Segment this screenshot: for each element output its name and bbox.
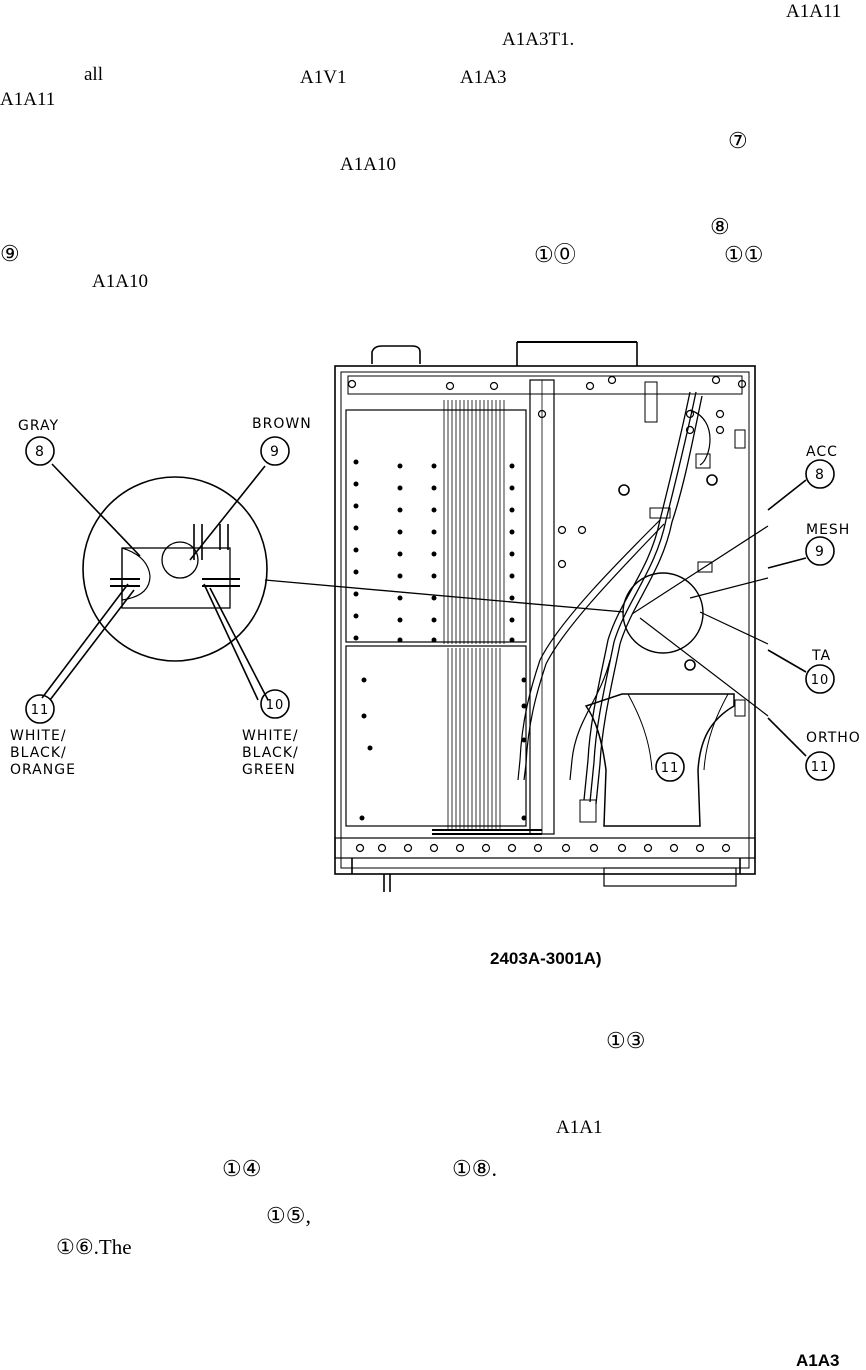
- label-brown: BROWN: [252, 416, 312, 432]
- label-mesh: MESH: [806, 522, 850, 538]
- label-wire11-line1: WHITE/: [10, 728, 67, 744]
- callout-13: ①③: [606, 1028, 646, 1053]
- label-wire10-line2: BLACK/: [242, 745, 299, 761]
- detail-leader-line: [264, 579, 625, 613]
- right-callout-10: [805, 664, 835, 694]
- ref-a1a3: A1A3: [460, 67, 507, 88]
- chassis-figure: GRAY BROWN 8 9 11 10 WHITE/ BLACK/ ORANG…: [10, 341, 861, 892]
- right-callout-11: [805, 751, 835, 781]
- ribbon-cable-lower: [447, 648, 501, 830]
- label-ta: TA: [811, 648, 831, 664]
- top-handle: [371, 345, 421, 364]
- ref-a1v1: A1V1: [300, 67, 347, 88]
- callout-7: ⑦: [728, 128, 748, 153]
- label-wire10-line3: GREEN: [242, 762, 296, 778]
- ribbon-cable-upper: [443, 400, 505, 644]
- label-n10: 10: [266, 698, 285, 713]
- label-wire11-line3: ORANGE: [10, 762, 76, 778]
- crt-callout-circle: [655, 752, 685, 782]
- callout-11: ①①: [724, 242, 764, 267]
- ref-a1a11-top: A1A11: [786, 1, 842, 22]
- right-callout-9: [805, 536, 835, 566]
- bottom-rail-holes: [347, 375, 747, 853]
- label-wire11-line2: BLACK/: [10, 745, 67, 761]
- label-gray: GRAY: [18, 418, 59, 434]
- callout-16-the: ①⑥.The: [56, 1235, 132, 1259]
- leader-10a: [209, 587, 269, 701]
- callout-15: ①⑤,: [266, 1203, 311, 1228]
- board-dots: [353, 459, 527, 821]
- label-right-n9: 9: [815, 544, 825, 560]
- page-footer-ref: A1A3: [796, 1351, 840, 1370]
- callout-circle-9: [260, 436, 290, 466]
- detail-circle-large: [82, 476, 268, 662]
- ref-a1a3t1: A1A3T1.: [502, 29, 575, 50]
- right-callout-8: [805, 459, 835, 489]
- chassis-outline: [334, 365, 756, 875]
- label-right-n11: 11: [811, 760, 830, 775]
- label-right-n10: 10: [811, 673, 830, 688]
- bottom-rail: [334, 837, 756, 859]
- lower-left-board: [345, 645, 527, 827]
- leader-gray: [51, 463, 141, 557]
- label-n8: 8: [35, 444, 45, 460]
- callout-14: ①④: [222, 1156, 262, 1181]
- leader-brown: [189, 465, 266, 561]
- label-wire10-line1: WHITE/: [242, 728, 299, 744]
- callout-18: ①⑧.: [452, 1156, 497, 1181]
- label-ortho: ORTHO: [806, 730, 861, 746]
- label-n11: 11: [31, 703, 50, 718]
- callout-10: ①⓪: [534, 242, 576, 267]
- label-n9: 9: [270, 444, 280, 460]
- figure-caption: 2403A-3001A): [490, 949, 602, 968]
- crt-outline: [584, 693, 735, 827]
- callout-8: ⑧: [710, 214, 730, 239]
- ref-a1a11-left: A1A11: [0, 89, 56, 110]
- ref-a1a10-low: A1A10: [92, 271, 148, 292]
- upper-left-board: [345, 409, 527, 643]
- word-all: all: [84, 64, 103, 85]
- detail-circle-small: [622, 572, 704, 654]
- ref-a1a10-mid: A1A10: [340, 154, 396, 175]
- label-right-n8: 8: [815, 467, 825, 483]
- ref-a1a1: A1A1: [556, 1117, 603, 1138]
- label-crt-n11: 11: [661, 761, 680, 776]
- callout-circle-8: [25, 436, 55, 466]
- callout-circle-10: [260, 689, 290, 719]
- label-acc: ACC: [806, 444, 838, 460]
- callout-9: ⑨: [0, 241, 20, 266]
- leader-11a: [41, 583, 129, 699]
- callout-circle-11: [25, 694, 55, 724]
